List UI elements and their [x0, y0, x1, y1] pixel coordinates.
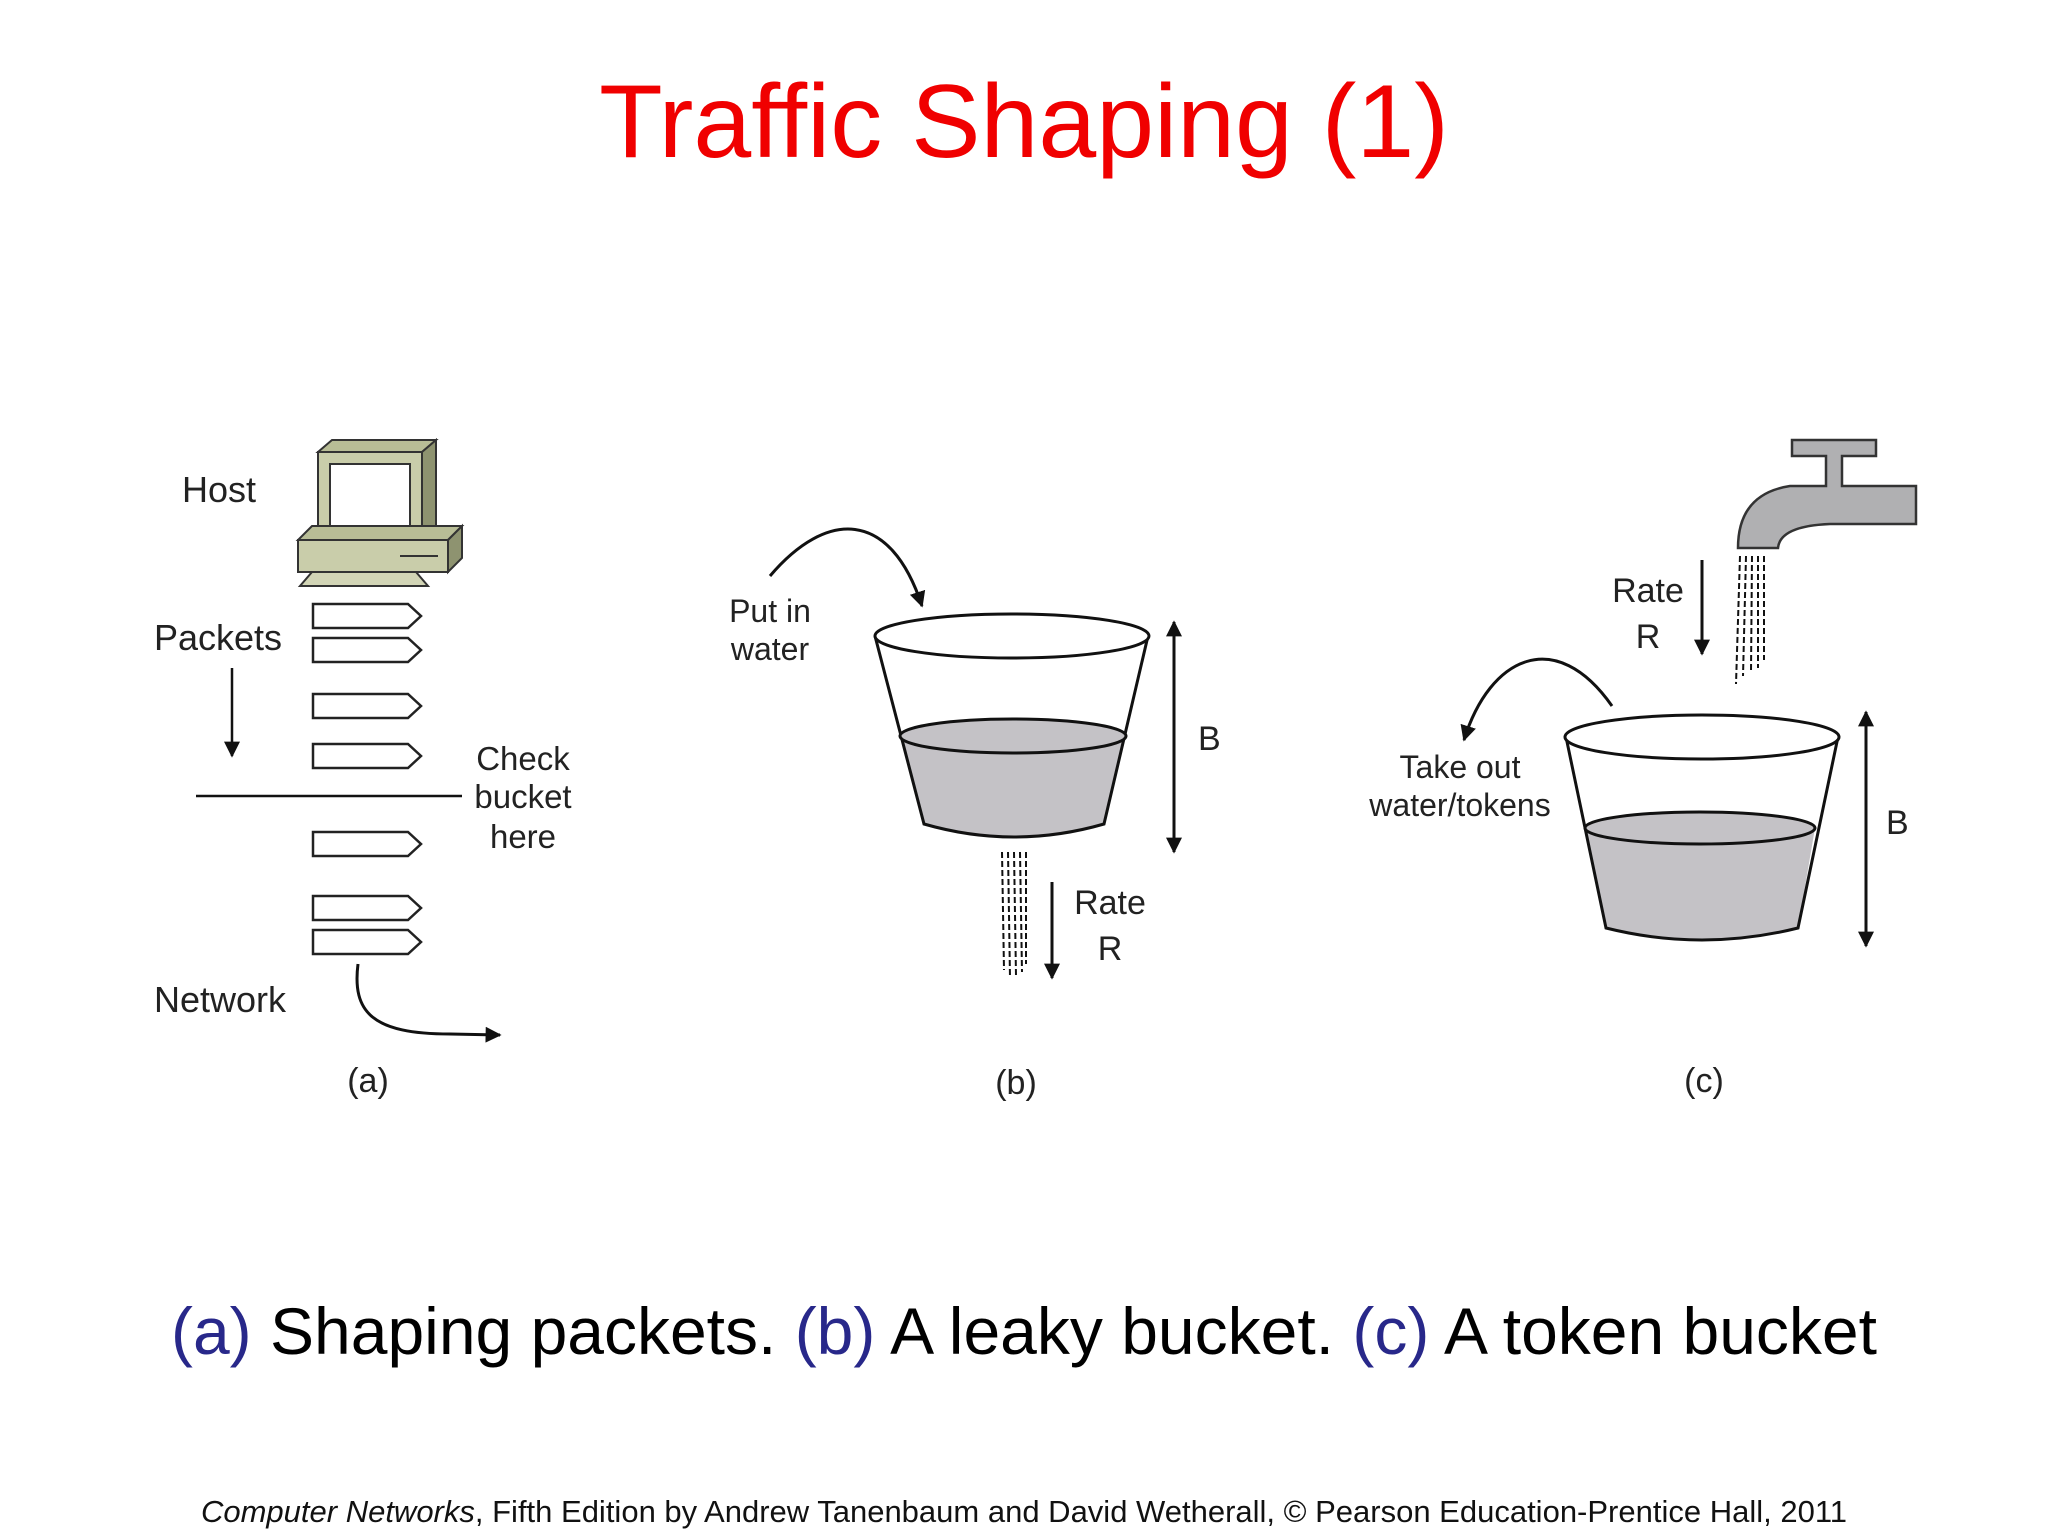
figure-caption: (a) Shaping packets. (b) A leaky bucket.… — [0, 1292, 2048, 1371]
packet-shape — [311, 928, 423, 956]
panel-c-label: (c) — [1684, 1062, 1724, 1100]
token-stream-icon — [1735, 555, 1765, 685]
source-footer: Computer Networks, Fifth Edition by Andr… — [0, 1494, 2048, 1530]
host-label: Host — [182, 469, 256, 510]
leaky-bucket — [873, 612, 1151, 839]
caption-text-a: Shaping packets. — [270, 1294, 777, 1368]
footer-book-title: Computer Networks — [200, 1494, 475, 1529]
check-label-line3: here — [490, 818, 556, 855]
rate-label-line1: Rate — [1074, 884, 1146, 922]
capacity-b-label: B — [1886, 804, 1909, 842]
packet-shape — [311, 692, 423, 720]
put-in-label-line2: water — [730, 631, 810, 667]
packet-shape — [311, 636, 423, 664]
rate-label-line2: R — [1098, 930, 1123, 968]
caption-tag-b: (b) — [794, 1294, 876, 1368]
panel-c: Rate R Take out water/tokens B (c) — [1368, 438, 1918, 1100]
panel-a-label: (a) — [347, 1062, 389, 1100]
caption-tag-c: (c) — [1352, 1294, 1430, 1368]
capacity-b-label: B — [1198, 720, 1221, 758]
caption-text-c: A token bucket — [1444, 1294, 1877, 1368]
footer-credit: , Fifth Edition by Andrew Tanenbaum and … — [474, 1494, 1848, 1529]
put-in-label-line1: Put in — [729, 593, 811, 629]
computer-icon — [295, 437, 465, 587]
packets-label: Packets — [154, 617, 282, 658]
caption-text-b: A leaky bucket. — [890, 1294, 1334, 1368]
check-label-line2: bucket — [474, 778, 571, 815]
packet-shape — [311, 894, 423, 922]
put-in-arrow — [768, 527, 926, 608]
network-label: Network — [154, 979, 287, 1020]
packet-stack — [311, 602, 423, 956]
faucet-icon — [1736, 438, 1918, 550]
check-label-line1: Check — [476, 740, 570, 777]
panel-a: Host Packets Check b — [154, 437, 572, 1100]
packet-shape — [311, 602, 423, 630]
rate-label-line1: Rate — [1612, 572, 1684, 610]
take-out-label-line1: Take out — [1400, 749, 1521, 785]
panel-b: Put in water B Rate R (b) — [729, 527, 1221, 1102]
caption-tag-a: (a) — [171, 1294, 252, 1368]
take-out-label-line2: water/tokens — [1368, 787, 1550, 823]
packet-shape — [311, 830, 423, 858]
network-out-arrow — [355, 963, 502, 1043]
slide-title: Traffic Shaping (1) — [599, 64, 1449, 180]
rate-label-line2: R — [1636, 618, 1661, 656]
packet-shape — [311, 742, 423, 770]
take-out-arrow — [1460, 657, 1614, 742]
leak-stream-icon — [1001, 851, 1027, 979]
panel-b-label: (b) — [995, 1064, 1037, 1102]
token-bucket — [1563, 713, 1841, 942]
